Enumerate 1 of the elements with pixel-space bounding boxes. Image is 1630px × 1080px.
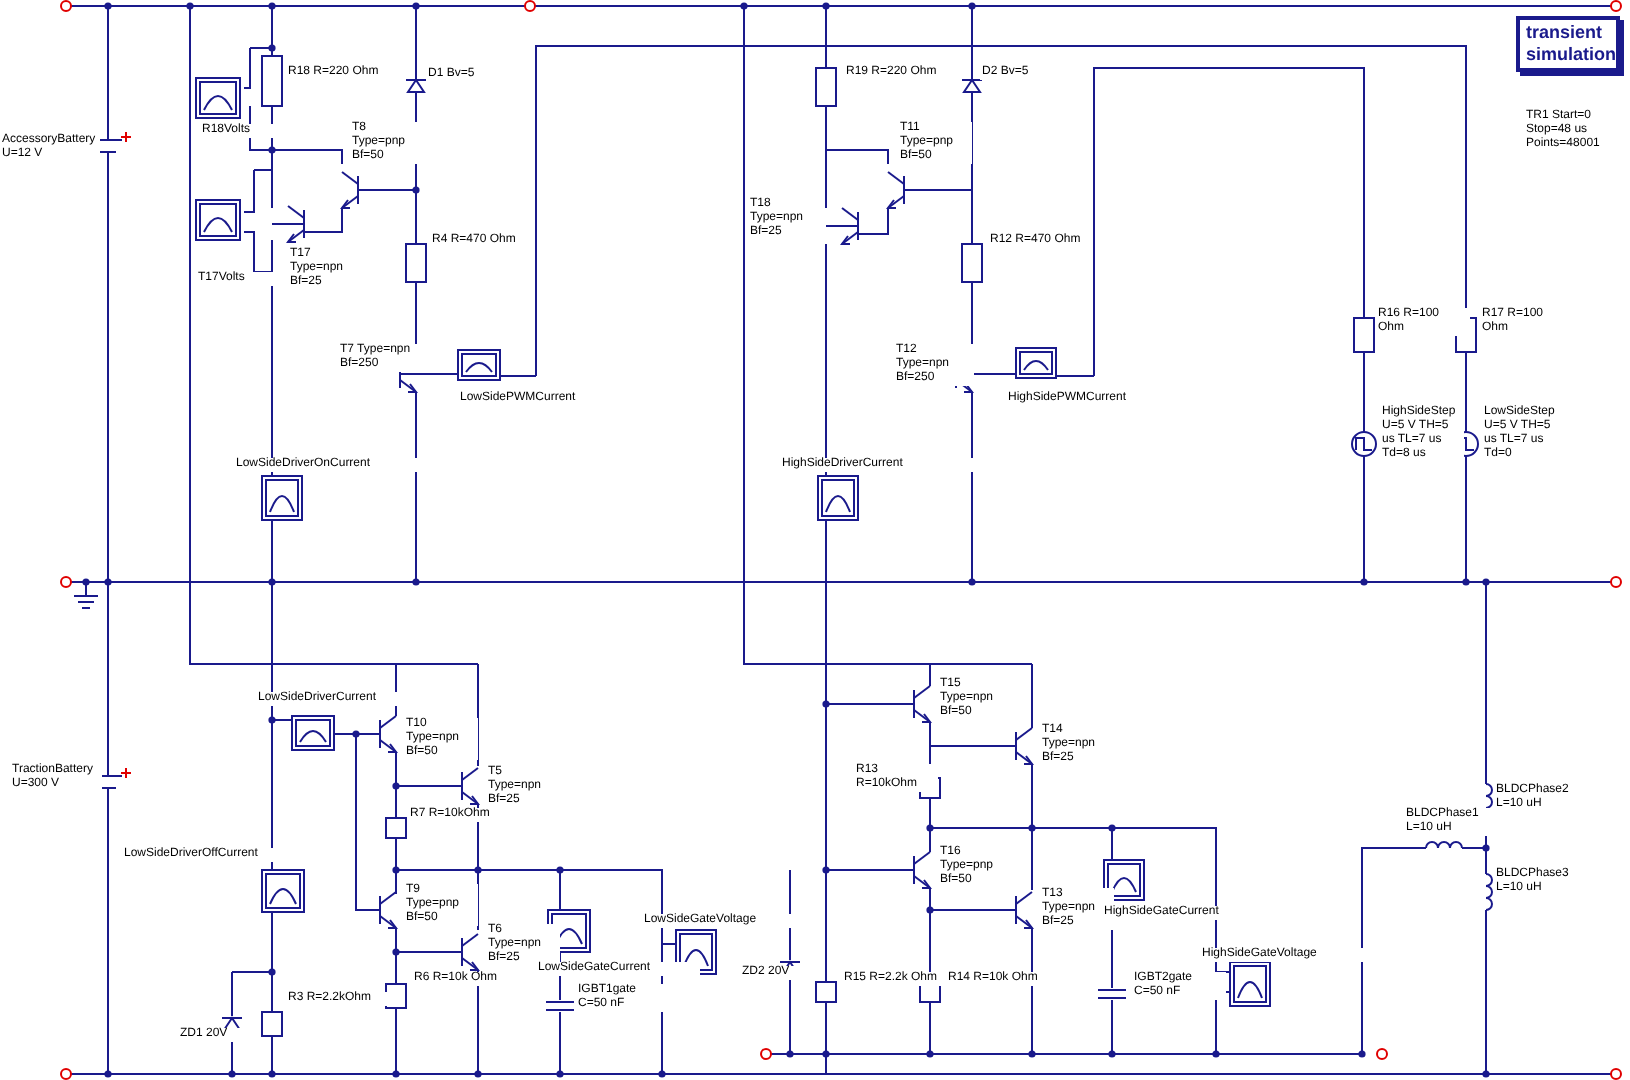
simulation-box: transient simulation bbox=[1516, 16, 1620, 72]
